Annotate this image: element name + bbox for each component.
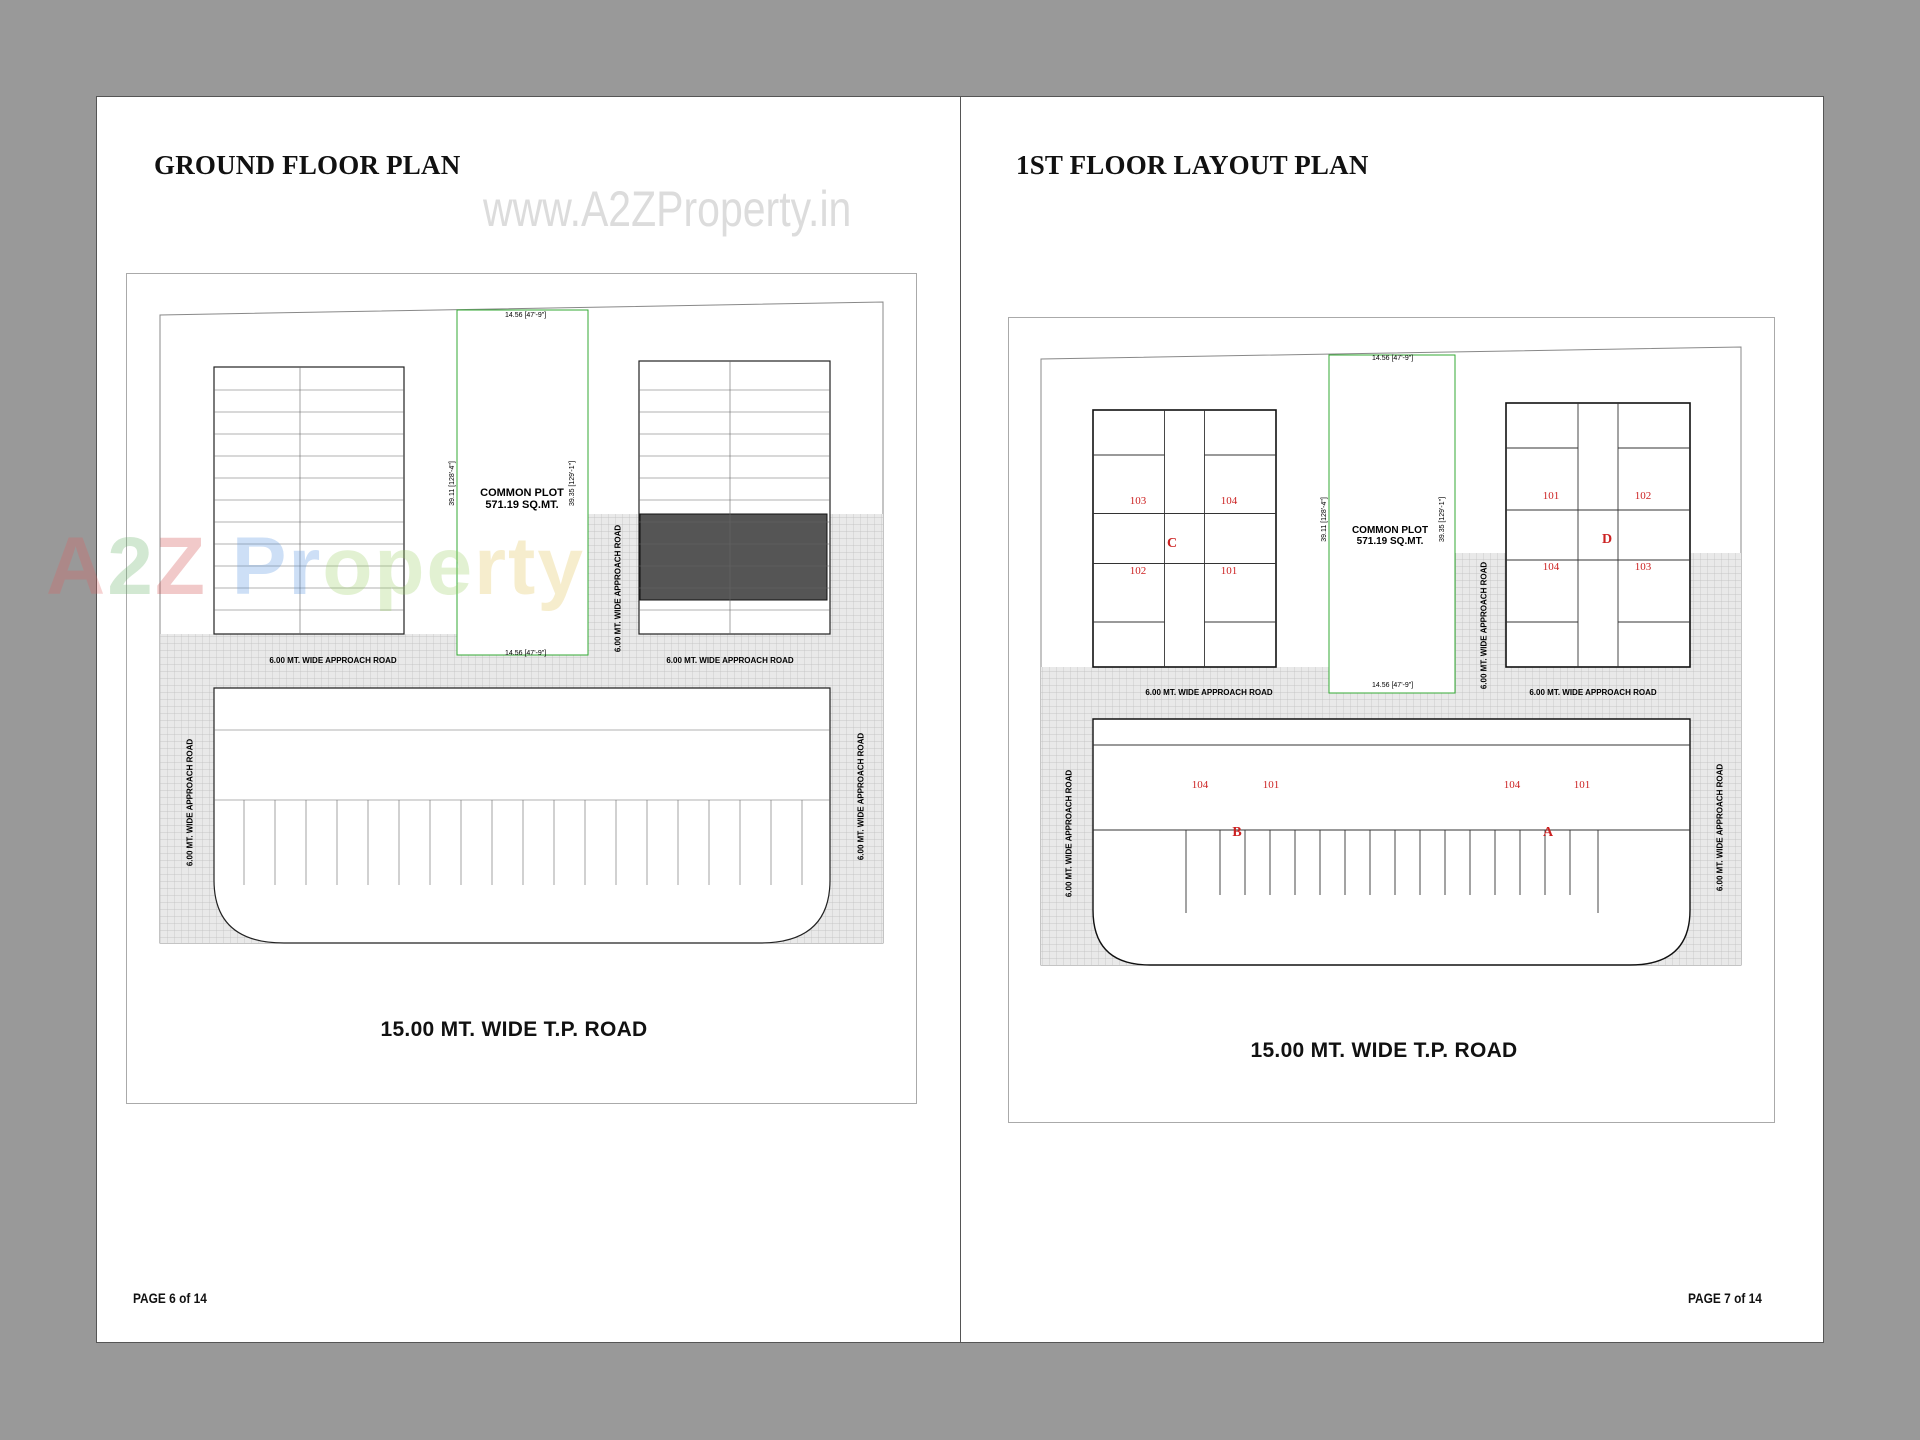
- unit-number: 104: [1191, 779, 1209, 791]
- first-floor-plan: [1040, 346, 1742, 966]
- unit-number: 101: [1573, 779, 1591, 791]
- unit-number: 103: [1634, 561, 1652, 573]
- unit-number: 102: [1129, 565, 1147, 577]
- dimension-left: 39.11 [128'-4"]: [448, 461, 456, 506]
- building-bottom-shops: [213, 687, 831, 944]
- block-d: [1505, 402, 1691, 668]
- approach-road-label: 6.00 MT. WIDE APPROACH ROAD: [269, 656, 397, 665]
- approach-road-label: 6.00 MT. WIDE APPROACH ROAD: [1145, 688, 1273, 697]
- unit-number: 104: [1503, 779, 1521, 791]
- common-plot-label: COMMON PLOT 571.19 SQ.MT.: [480, 487, 564, 511]
- unit-number: 104: [1220, 495, 1238, 507]
- unit-number: 101: [1542, 490, 1560, 502]
- ground-floor-plan: [159, 301, 884, 944]
- building-top-left: [213, 366, 405, 635]
- approach-road-label-vertical: 6.00 MT. WIDE APPROACH ROAD: [1064, 769, 1074, 898]
- approach-road-label-vertical: 6.00 MT. WIDE APPROACH ROAD: [185, 738, 195, 867]
- page-title-ground-floor: GROUND FLOOR PLAN: [154, 150, 461, 180]
- approach-road-label-vertical: 6.00 MT. WIDE APPROACH ROAD: [1479, 561, 1489, 690]
- block-a-b: [1092, 718, 1691, 966]
- block-label: B: [1232, 825, 1242, 840]
- common-plot-title: COMMON PLOT: [480, 487, 564, 499]
- dimension-left: 39.11 [128'-4"]: [1320, 497, 1328, 542]
- page-title-first-floor: 1ST FLOOR LAYOUT PLAN: [1016, 150, 1369, 180]
- common-plot-title: COMMON PLOT: [1351, 525, 1429, 536]
- unit-number: 102: [1634, 490, 1652, 502]
- dimension-width-bottom: 14.56 [47'-9"]: [505, 650, 547, 657]
- block-label: A: [1542, 825, 1554, 840]
- approach-road-label: 6.00 MT. WIDE APPROACH ROAD: [1529, 688, 1657, 697]
- dimension-right: 39.35 [129'-1"]: [569, 460, 577, 507]
- common-plot-label: COMMON PLOT 571.19 SQ.MT.: [1352, 525, 1428, 547]
- unit-number: 103: [1129, 495, 1147, 507]
- page-number-right: PAGE 7 of 14: [1688, 1290, 1762, 1306]
- dimension-width-top: 14.56 [47'-9"]: [505, 312, 547, 319]
- watermark-url: www.A2ZProperty.in: [483, 181, 852, 237]
- page-number-left: PAGE 6 of 14: [133, 1290, 207, 1306]
- parking-shed: [639, 513, 828, 601]
- common-plot-area-value: 571.19 SQ.MT.: [1356, 536, 1424, 547]
- approach-road-label: 6.00 MT. WIDE APPROACH ROAD: [666, 656, 794, 665]
- approach-road-label-vertical: 6.00 MT. WIDE APPROACH ROAD: [613, 524, 623, 653]
- block-label: D: [1601, 532, 1613, 547]
- watermark-logo: A2Z Property: [46, 521, 585, 612]
- unit-number: 104: [1542, 561, 1560, 573]
- unit-number: 101: [1220, 565, 1238, 577]
- block-c: [1092, 409, 1277, 668]
- block-label: C: [1166, 536, 1178, 551]
- common-plot-area-value: 571.19 SQ.MT.: [485, 499, 559, 511]
- approach-road-label-vertical: 6.00 MT. WIDE APPROACH ROAD: [856, 732, 866, 861]
- tp-road-label: 15.00 MT. WIDE T.P. ROAD: [380, 1018, 648, 1041]
- dimension-width-bottom: 14.56 [47'-9"]: [1372, 682, 1414, 689]
- approach-road-label-vertical: 6.00 MT. WIDE APPROACH ROAD: [1715, 763, 1725, 892]
- dimension-width-top: 14.56 [47'-9"]: [1372, 355, 1414, 362]
- dimension-right: 39.35 [129'-1"]: [1439, 496, 1447, 543]
- tp-road-label: 15.00 MT. WIDE T.P. ROAD: [1250, 1039, 1518, 1062]
- common-plot-area: [456, 309, 589, 656]
- common-plot-area: [1328, 354, 1456, 694]
- unit-number: 101: [1262, 779, 1280, 791]
